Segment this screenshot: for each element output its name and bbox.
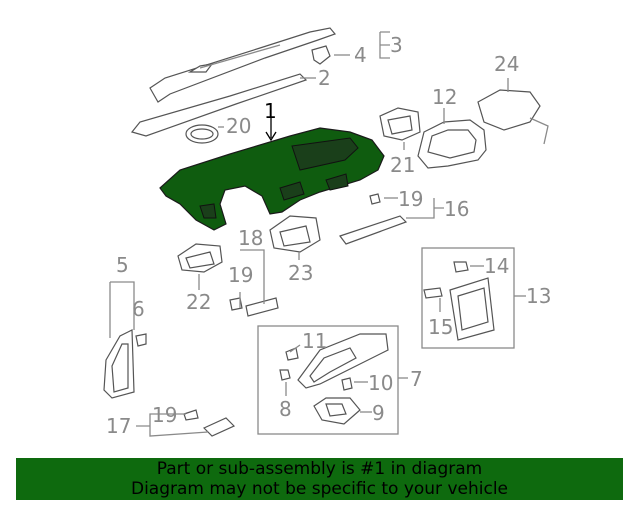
- part-4-clip: [311, 45, 331, 65]
- callout-labels: 1 2 3 4 5 6 7 8 9 10 11 12 13 14 15 16 1…: [106, 33, 551, 438]
- callout-1: 1: [264, 99, 277, 123]
- callout-21: 21: [390, 153, 415, 177]
- callout-19-upper: 19: [398, 187, 423, 211]
- callout-12: 12: [432, 85, 457, 109]
- callout-9: 9: [372, 401, 385, 425]
- part-7-glove-box: [297, 333, 389, 389]
- part-20-speaker-cover: [185, 124, 219, 144]
- callout-17: 17: [106, 414, 131, 438]
- part-23-center-vent: [269, 215, 321, 253]
- callout-11: 11: [302, 329, 327, 353]
- callout-5: 5: [116, 253, 129, 277]
- callout-22: 22: [186, 290, 211, 314]
- part-6-clip: [135, 333, 147, 347]
- part-12-cluster-bezel: [417, 119, 487, 169]
- callout-13: 13: [526, 284, 551, 308]
- part-22-side-vent: [177, 243, 223, 273]
- part-19-screw-mid: [229, 297, 243, 311]
- callout-4: 4: [354, 43, 367, 67]
- part-18-bracket: [245, 297, 279, 317]
- callout-3: 3: [390, 33, 403, 57]
- callout-24: 24: [494, 52, 519, 76]
- part-13-radio-bezel: [449, 277, 495, 341]
- part-8-clip: [279, 369, 291, 381]
- leader-lines: [109, 31, 526, 437]
- part-2-trim-strip: [130, 73, 308, 137]
- part-11-latch: [285, 347, 299, 361]
- part-5-end-cap: [103, 329, 135, 399]
- callout-16: 16: [444, 197, 469, 221]
- part-19-screw-upper: [369, 193, 381, 205]
- callout-18: 18: [238, 226, 263, 250]
- part-1-instrument-panel: [159, 127, 385, 231]
- callout-20: 20: [226, 114, 251, 138]
- banner-line-2: Diagram may not be specific to your vehi…: [130, 479, 508, 499]
- part-24-airbag: [477, 89, 549, 145]
- part-17-lower-panel: [183, 409, 236, 437]
- part-7-group-box: [257, 325, 399, 435]
- callout-2: 2: [318, 66, 331, 90]
- part-10-bumper: [341, 377, 353, 391]
- callout-23: 23: [288, 261, 313, 285]
- part-16-trim-panel: [339, 215, 408, 245]
- callout-15: 15: [428, 315, 453, 339]
- exploded-parts-diagram: 1 2 3 4 5 6 7 8 9 10 11 12 13 14 15 16 1…: [103, 27, 551, 438]
- callout-8: 8: [279, 397, 292, 421]
- callout-19-mid: 19: [228, 263, 253, 287]
- notice-banner: Part or sub-assembly is #1 in diagram Di…: [16, 458, 623, 500]
- part-21-air-vent: [379, 107, 421, 141]
- callout-10: 10: [368, 371, 393, 395]
- callout-14: 14: [484, 254, 509, 278]
- part-13-group-box: [421, 247, 515, 349]
- part-3-defroster-grille: [149, 27, 337, 103]
- part-15-button: [423, 287, 443, 299]
- callout-6: 6: [132, 297, 145, 321]
- part-9-glove-box-bin: [313, 397, 361, 425]
- banner-line-1: Part or sub-assembly is #1 in diagram: [156, 459, 483, 479]
- callout-19-lower: 19: [152, 403, 177, 427]
- callout-7: 7: [410, 367, 423, 391]
- part-14-clip: [453, 261, 469, 273]
